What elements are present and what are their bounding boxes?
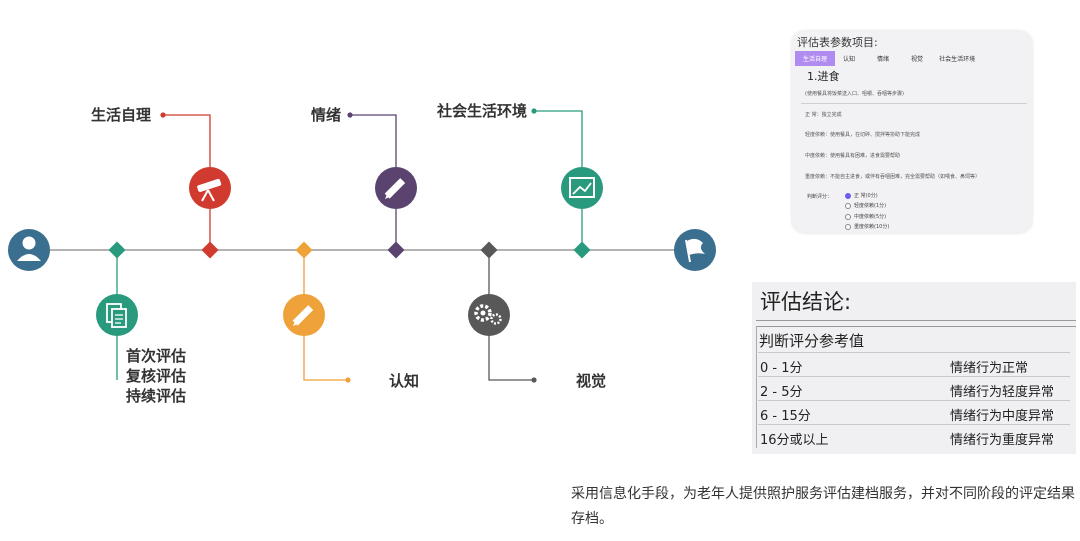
score-range: 6 - 15分	[760, 409, 811, 424]
first-eval-label: 首次评估	[126, 347, 187, 365]
score-result: 情绪行为重度异常	[950, 433, 1055, 448]
radio-option-moderate[interactable]: 中度依赖(5分)	[845, 213, 886, 220]
stage-label-social: 社会生活环境	[437, 102, 528, 120]
score-range: 0 - 1分	[760, 361, 803, 376]
conclusion-title: 评估结论:	[760, 290, 852, 314]
table-row: 2 - 5分 情绪行为轻度异常	[758, 376, 1070, 401]
tab-self-care[interactable]: 生活自理	[795, 51, 836, 66]
assessment-form-card: 评估表参数项目: 生活自理 认知 情绪 视觉 社会生活环境 1.进食 (使用餐具…	[791, 30, 1033, 234]
connector-dot-social	[531, 108, 537, 114]
diamond-self-care	[201, 241, 219, 259]
form-divider	[801, 103, 1027, 104]
radio-icon[interactable]	[845, 202, 851, 209]
radio-group-label: 判断评分：	[807, 194, 833, 200]
stage-label-self-care: 生活自理	[91, 106, 152, 124]
radio-icon[interactable]	[845, 213, 851, 220]
documents-icon	[96, 294, 138, 336]
conclusion-panel: 评估结论: 判断评分参考值 0 - 1分 情绪行为正常 2 - 5分 情绪行为轻…	[752, 282, 1076, 454]
connector-dot-self-care	[160, 112, 166, 118]
score-range: 2 - 5分	[760, 385, 803, 400]
diamond-first-eval	[108, 241, 126, 259]
connector-cognition	[303, 250, 348, 381]
table-row: 16分或以上 情绪行为重度异常	[758, 424, 1070, 449]
person-icon	[8, 229, 50, 271]
radio-option-normal[interactable]: 正 常(0分)	[845, 192, 878, 199]
conclusion-divider	[756, 326, 1076, 327]
tab-emotion[interactable]: 情绪	[877, 56, 890, 63]
table-row: 6 - 15分 情绪行为中度异常	[758, 400, 1070, 425]
form-item-heading: 1.进食	[807, 70, 840, 83]
form-tabs: 生活自理 认知 情绪 视觉 社会生活环境	[795, 51, 983, 66]
diamond-cognition	[295, 241, 313, 259]
form-level-severe: 重度依赖：不能自主进食，或伴有吞咽困难，完全需要帮助（如喂食、鼻饲等）	[805, 174, 981, 180]
flag-icon	[674, 229, 716, 271]
form-level-normal: 正 常：独立完成	[805, 112, 842, 118]
radio-option-severe[interactable]: 重度依赖(10分)	[845, 223, 889, 230]
tab-social[interactable]: 社会生活环境	[939, 56, 976, 63]
review-eval-label: 复核评估	[126, 367, 187, 385]
stage-label-emotion: 情绪	[311, 106, 342, 124]
score-result: 情绪行为正常	[950, 361, 1029, 376]
stage-label-vision: 视觉	[576, 372, 607, 390]
service-description: 采用信息化手段，为老年人提供照护服务评估建档服务，并对不同阶段的评定结果存档。	[571, 486, 1075, 527]
stage-label-cognition: 认知	[389, 372, 420, 390]
radio-option-label: 中度依赖(5分)	[854, 214, 887, 220]
score-result: 情绪行为中度异常	[950, 409, 1055, 424]
conclusion-divider	[756, 320, 1076, 321]
radio-option-mild[interactable]: 轻度依赖(1分)	[845, 202, 886, 209]
form-level-mild: 轻度依赖：使用餐具，在切碎、搅拌等协助下能完成	[805, 132, 921, 138]
connector-dot-emotion	[347, 112, 353, 118]
connector-dot-cognition	[345, 377, 351, 383]
conclusion-border	[756, 326, 757, 448]
radio-option-label: 轻度依赖(1分)	[854, 203, 887, 209]
radio-selected-icon[interactable]	[845, 192, 851, 199]
first-eval-labels: 首次评估 复核评估 持续评估	[126, 346, 186, 406]
continuous-eval-label: 持续评估	[126, 387, 187, 405]
score-result: 情绪行为轻度异常	[950, 385, 1055, 400]
diamond-emotion	[387, 241, 405, 259]
pencil-icon	[283, 294, 325, 336]
conclusion-subtitle: 判断评分参考值	[759, 332, 865, 350]
connector-vision	[488, 250, 534, 381]
timeline-diagram	[8, 108, 716, 383]
radio-option-label: 重度依赖(10分)	[854, 224, 890, 230]
form-level-moderate: 中度依赖：使用餐具有困难，进食需要帮助	[805, 153, 901, 159]
radio-option-label: 正 常(0分)	[854, 193, 878, 199]
score-range: 16分或以上	[760, 433, 829, 448]
telescope-icon	[189, 167, 231, 209]
connector-dot-vision	[531, 377, 537, 383]
form-item-desc: (使用餐具将饭菜送入口、咀嚼、吞咽等步骤)	[805, 91, 904, 97]
tab-cognition[interactable]: 认知	[843, 56, 856, 63]
gears-icon	[468, 294, 510, 336]
form-title: 评估表参数项目:	[797, 36, 878, 49]
tab-vision[interactable]: 视觉	[911, 56, 924, 63]
table-row: 0 - 1分 情绪行为正常	[758, 352, 1070, 377]
radio-icon[interactable]	[845, 223, 851, 230]
picture-icon	[561, 167, 603, 209]
pencil-icon	[375, 167, 417, 209]
diamond-social	[573, 241, 591, 259]
diamond-vision	[480, 241, 498, 259]
